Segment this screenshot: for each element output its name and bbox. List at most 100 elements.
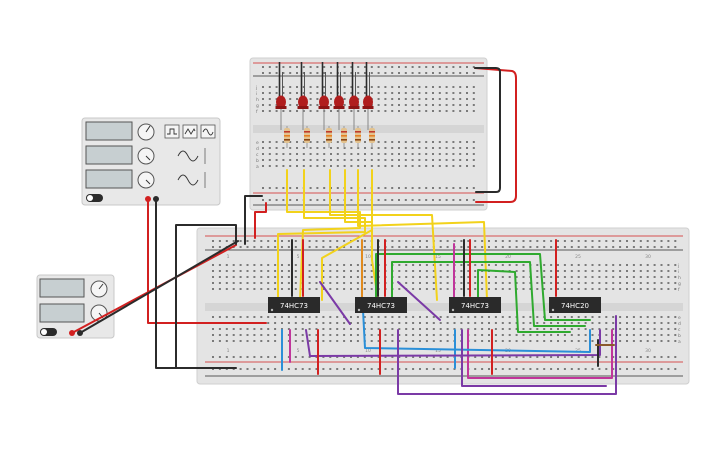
column-number: 1 bbox=[227, 348, 230, 354]
wire-blue-1 bbox=[362, 309, 591, 353]
resistor-band bbox=[284, 131, 290, 133]
wire-yellow-6 bbox=[321, 169, 373, 301]
chip-u3[interactable]: 74HC73 bbox=[449, 297, 501, 313]
resistor-band bbox=[284, 139, 290, 141]
wire-purple-1 bbox=[319, 281, 351, 325]
wire-red-right bbox=[474, 67, 517, 203]
row-letter: h bbox=[678, 275, 681, 281]
square-wave-button[interactable] bbox=[164, 124, 180, 139]
chip-u4-label: 74HC20 bbox=[561, 302, 589, 310]
chip-u3-label: 74HC73 bbox=[461, 302, 489, 310]
led-2[interactable] bbox=[298, 95, 308, 109]
led-base bbox=[297, 106, 309, 109]
led-3[interactable] bbox=[319, 95, 329, 109]
resistor-band bbox=[304, 135, 310, 137]
column-number: 10 bbox=[365, 254, 371, 260]
wires[interactable] bbox=[71, 67, 617, 395]
column-number: 5 bbox=[297, 348, 300, 354]
resistor-band bbox=[326, 135, 332, 137]
wire-black-top bbox=[244, 195, 263, 245]
main-breadboard-holes bbox=[212, 240, 677, 370]
resistor-band bbox=[355, 139, 361, 141]
column-number: 30 bbox=[645, 348, 651, 354]
row-letter: e bbox=[678, 316, 681, 321]
resistor-band bbox=[326, 131, 332, 133]
row-letter: d bbox=[256, 146, 259, 152]
column-number: 15 bbox=[435, 348, 441, 354]
row-letter: g bbox=[678, 282, 681, 287]
led-base bbox=[318, 106, 330, 109]
column-number: 20 bbox=[505, 254, 511, 260]
resistor-array bbox=[284, 126, 375, 148]
led-1[interactable] bbox=[276, 95, 286, 109]
wire-green-3 bbox=[477, 269, 571, 333]
wire-purple-3 bbox=[305, 329, 601, 357]
resistor-band bbox=[369, 139, 375, 141]
row-letter: c bbox=[678, 328, 681, 333]
wire-black-right bbox=[474, 67, 501, 193]
led-6[interactable] bbox=[363, 95, 373, 109]
row-letter: d bbox=[678, 321, 681, 327]
led-base bbox=[362, 106, 374, 109]
wire-purple-2 bbox=[397, 281, 441, 321]
row-letter: h bbox=[256, 97, 259, 103]
led-base bbox=[348, 106, 360, 109]
row-letter: a bbox=[678, 340, 681, 345]
amplitude-waveform-icon bbox=[177, 150, 199, 162]
wire-black-loop bbox=[175, 224, 237, 369]
led-4[interactable] bbox=[334, 95, 344, 109]
row-letter: f bbox=[256, 109, 258, 115]
led-base bbox=[275, 106, 287, 109]
column-number: 1 bbox=[227, 254, 230, 260]
column-number: 30 bbox=[645, 254, 651, 260]
wire-purple-5 bbox=[461, 329, 607, 387]
led-5[interactable] bbox=[349, 95, 359, 109]
row-letter: j bbox=[255, 85, 257, 91]
row-letter: i bbox=[256, 91, 257, 97]
row-letter: b bbox=[256, 158, 259, 164]
led-base bbox=[333, 106, 345, 109]
chip-u1-label: 74HC73 bbox=[280, 302, 308, 310]
row-letter: a bbox=[256, 165, 259, 170]
triangle-wave-icon bbox=[184, 128, 196, 135]
resistor-band bbox=[284, 135, 290, 137]
resistor-band bbox=[369, 131, 375, 133]
chip-u2-label: 74HC73 bbox=[367, 302, 395, 310]
square-wave-icon bbox=[167, 128, 177, 135]
row-letter: e bbox=[256, 141, 259, 146]
column-number: 5 bbox=[297, 254, 300, 260]
wire-red-supply bbox=[147, 198, 267, 324]
power-supply-dual[interactable] bbox=[81, 117, 221, 206]
chip-u2[interactable]: 74HC73 bbox=[355, 297, 407, 313]
chip-u4[interactable]: 74HC20 bbox=[549, 297, 601, 313]
resistor-band bbox=[326, 139, 332, 141]
row-letter: b bbox=[678, 333, 681, 339]
wire-green-1 bbox=[375, 253, 591, 321]
column-number: 10 bbox=[365, 348, 371, 354]
chip-u1[interactable]: 74HC73 bbox=[268, 297, 320, 313]
sine-wave-icon bbox=[202, 128, 214, 136]
column-number: 25 bbox=[575, 254, 581, 260]
row-letter: f bbox=[678, 287, 680, 293]
resistor-band bbox=[369, 135, 375, 137]
wire-green-2 bbox=[391, 261, 586, 327]
power-supply-single[interactable] bbox=[36, 274, 115, 339]
resistor-band bbox=[355, 131, 361, 133]
resistor-band bbox=[341, 139, 347, 141]
row-letter: g bbox=[256, 104, 259, 109]
wire-magenta-3 bbox=[467, 329, 613, 379]
resistor-band bbox=[341, 135, 347, 137]
wire-black-supply bbox=[155, 198, 237, 369]
offset-waveform-icon bbox=[177, 174, 199, 186]
row-letter: c bbox=[256, 153, 259, 158]
row-letter: j bbox=[677, 263, 679, 269]
wire-red-rail bbox=[254, 202, 267, 239]
led-array[interactable] bbox=[275, 62, 374, 130]
resistor-band bbox=[304, 139, 310, 141]
wire-yellow-3 bbox=[329, 169, 438, 301]
wire-purple-4 bbox=[397, 315, 617, 395]
